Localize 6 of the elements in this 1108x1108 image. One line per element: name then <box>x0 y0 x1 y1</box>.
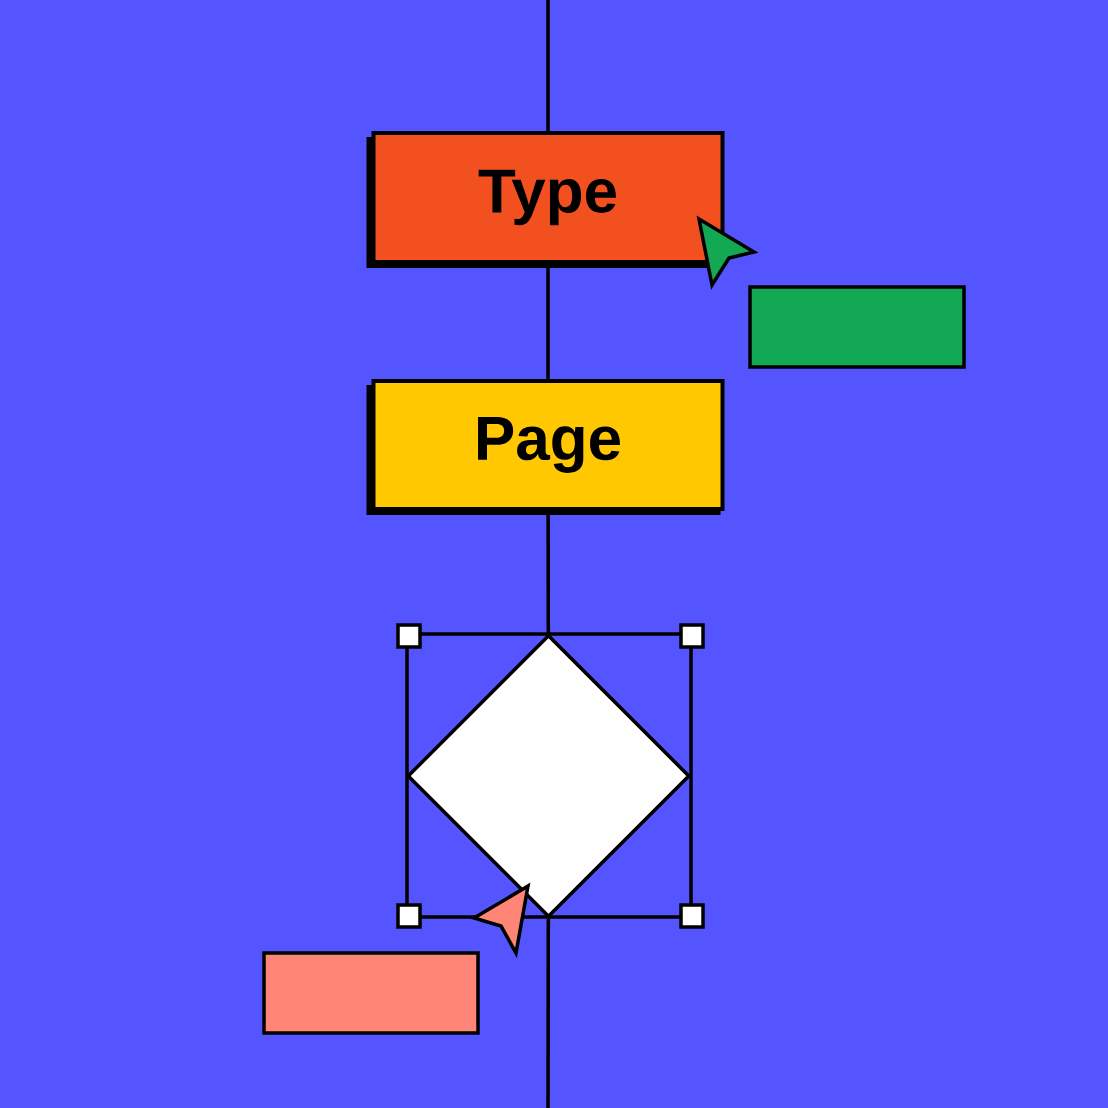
process-box: Page <box>366 379 725 515</box>
connector-line <box>546 0 550 131</box>
blank-box <box>748 285 966 369</box>
connector-line <box>546 918 551 1108</box>
blank-box <box>262 951 480 1035</box>
process-box: Type <box>366 131 725 268</box>
